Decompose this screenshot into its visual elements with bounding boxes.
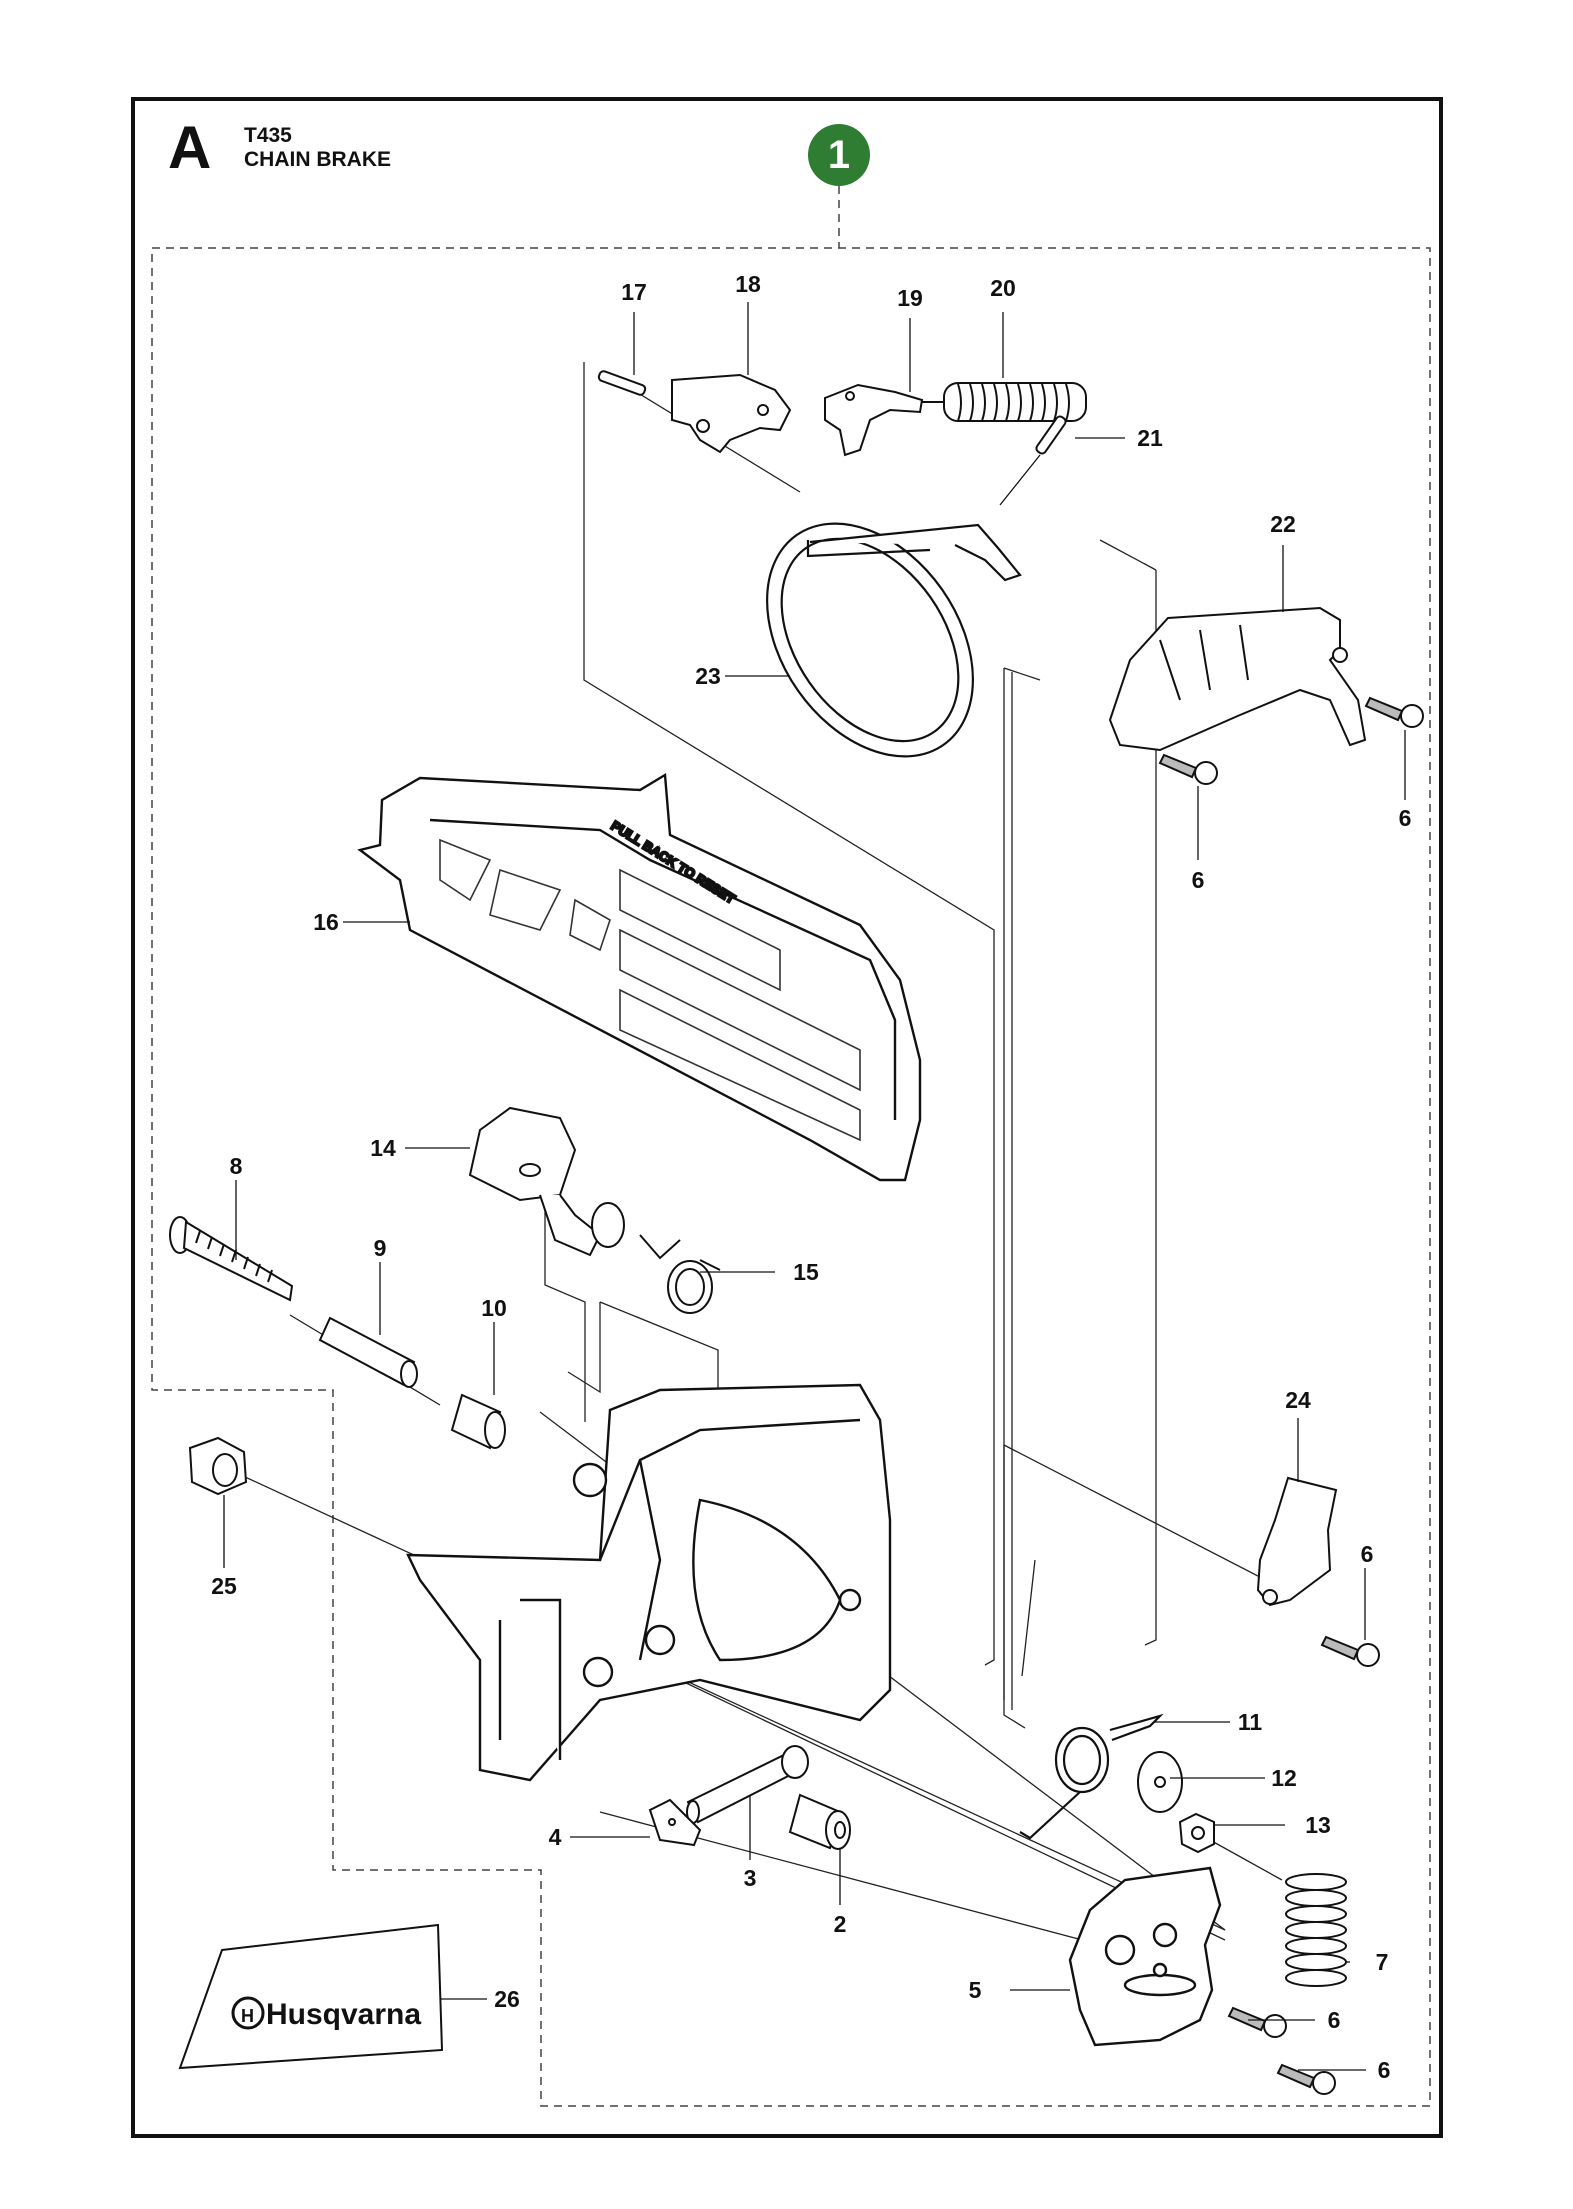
husqvarna-logo-icon: H (231, 1996, 265, 2030)
part-20-spring (922, 382, 1087, 422)
callout-24: 24 (1285, 1387, 1311, 1413)
callout-17: 17 (621, 279, 647, 305)
assembly-name: CHAIN BRAKE (244, 148, 391, 172)
callout-20: 20 (990, 275, 1016, 301)
part-7-spring (1285, 1873, 1347, 1987)
part-11-spring (1019, 1713, 1164, 1840)
part-5-cover (1068, 1866, 1222, 2047)
model-title: T435 CHAIN BRAKE (244, 124, 391, 172)
callout-6-upper: 6 (1192, 867, 1205, 893)
callout-numbers: 17 18 19 20 21 22 6 6 23 16 14 15 8 9 10… (211, 271, 1411, 2083)
screw-part-6-bottom (1276, 2063, 1336, 2095)
callout-11: 11 (1238, 1709, 1263, 1735)
callout-6-upper-right: 6 (1399, 805, 1412, 831)
callout-13: 13 (1305, 1812, 1331, 1838)
callout-6-mid: 6 (1361, 1541, 1374, 1567)
decal-brand-text: Husqvarna (266, 1998, 421, 2031)
diagram-frame (131, 97, 1443, 2138)
callout-25: 25 (211, 1573, 237, 1599)
chain-brake-housing (406, 1383, 892, 1782)
callout-5: 5 (969, 1977, 982, 2003)
callout-18: 18 (735, 271, 761, 297)
callout-2: 2 (834, 1911, 847, 1937)
callout-16: 16 (313, 909, 339, 935)
handguard-grille (439, 838, 861, 1142)
part-9-spacer (318, 1316, 418, 1388)
part-23-brake-band (766, 522, 1022, 758)
callout-23: 23 (695, 663, 721, 689)
part-13-nut (1178, 1812, 1215, 1854)
callout-6-bottom: 6 (1378, 2057, 1391, 2083)
part-25-nut (188, 1436, 248, 1496)
part-4-clip (648, 1798, 702, 1847)
screw-part-6-mid (1320, 1635, 1380, 1667)
group-outline (151, 186, 1431, 2107)
section-letter: A (168, 114, 212, 181)
part-18-lever (671, 373, 792, 454)
part-15-spring (591, 1202, 721, 1314)
callout-10: 10 (481, 1295, 507, 1321)
part-24-lever (1256, 1476, 1338, 1607)
part-17-pin (597, 370, 647, 396)
callout-22: 22 (1270, 511, 1296, 537)
callout-9: 9 (374, 1235, 387, 1261)
model-number: T435 (244, 124, 292, 147)
part-26-decal: H Husqvarna (178, 1923, 444, 2070)
part-22-guard (1108, 606, 1367, 752)
callout-4: 4 (549, 1824, 562, 1850)
callout-3: 3 (744, 1865, 757, 1891)
parts-badge-icon: 1 (808, 124, 870, 186)
callout-26: 26 (494, 1986, 520, 2012)
callout-21: 21 (1137, 425, 1163, 451)
screw-part-6-upper-right (1364, 696, 1424, 728)
part-14-lever (468, 1106, 602, 1257)
callout-14: 14 (370, 1135, 396, 1161)
part-8-bolt (169, 1216, 294, 1302)
part-16-handguard: PULL BACK TO RESET (357, 772, 922, 1182)
callout-12: 12 (1271, 1765, 1297, 1791)
svg-text:H: H (241, 2006, 254, 2026)
callout-8: 8 (230, 1153, 243, 1179)
part-10-bushing (450, 1393, 506, 1450)
callout-6-lower: 6 (1328, 2007, 1341, 2033)
callout-7: 7 (1376, 1949, 1389, 1975)
screw-part-6-upper (1158, 753, 1218, 785)
part-21-pin (999, 415, 1067, 506)
part-12-washer (1137, 1751, 1183, 1813)
part-19-latch (824, 383, 924, 457)
leader-lines (223, 302, 1406, 2071)
callout-19: 19 (897, 285, 923, 311)
callout-15: 15 (793, 1259, 819, 1285)
part-2-bushing (788, 1793, 851, 1850)
